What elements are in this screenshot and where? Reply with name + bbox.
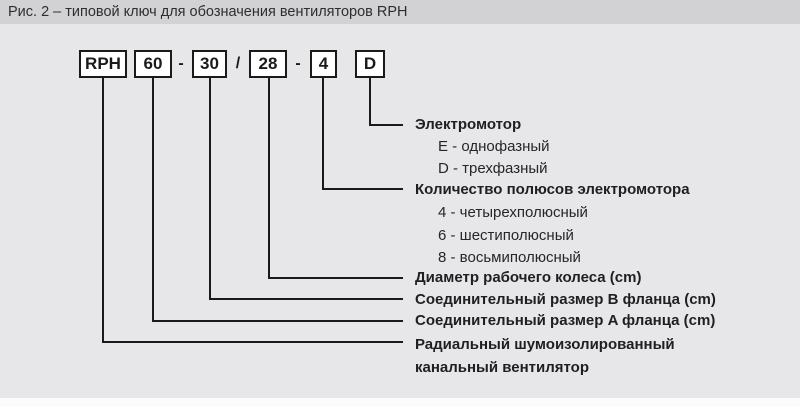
connector-line-impeller [268,78,403,279]
legend-item-motor-d: D - трехфазный [438,160,548,177]
code-box-d: D [355,50,385,78]
legend-heading-fan-type: Радиальный шумоизолированный канальный в… [415,336,675,376]
code-box-rph: RPH [79,50,127,78]
legend-heading-poles: Количество полюсов электромотора [415,181,690,198]
figure-title-band [0,0,800,24]
legend-heading-flange-b: Соединительный размер B фланца (cm) [415,291,716,308]
legend-heading-motor: Электромотор [415,116,522,133]
figure-title: Рис. 2 – типовой ключ для обозначения ве… [8,4,408,20]
separator-dash-2: - [295,55,301,72]
connector-line-flange-a [152,78,403,322]
connector-line-motor [369,78,403,126]
legend-item-motor-e: E - однофазный [438,138,550,155]
legend-item-poles-8: 8 - восьмиполюсный [438,249,581,266]
legend-heading-impeller-diameter: Диаметр рабочего колеса (cm) [415,269,642,286]
code-box-4: 4 [310,50,337,78]
connector-line-flange-b [209,78,403,300]
connector-line-poles [322,78,403,190]
legend-item-poles-6: 6 - шестиполюсный [438,227,574,244]
legend-item-poles-4: 4 - четырехполюсный [438,204,588,221]
legend-heading-flange-a: Соединительный размер A фланца (cm) [415,312,716,329]
connector-line-fan-type [102,78,403,343]
separator-dash-1: - [178,55,184,72]
figure-bottom-edge [0,398,800,407]
code-box-30: 30 [192,50,227,78]
separator-slash: / [235,55,241,72]
code-box-28: 28 [249,50,287,78]
code-box-60: 60 [134,50,172,78]
